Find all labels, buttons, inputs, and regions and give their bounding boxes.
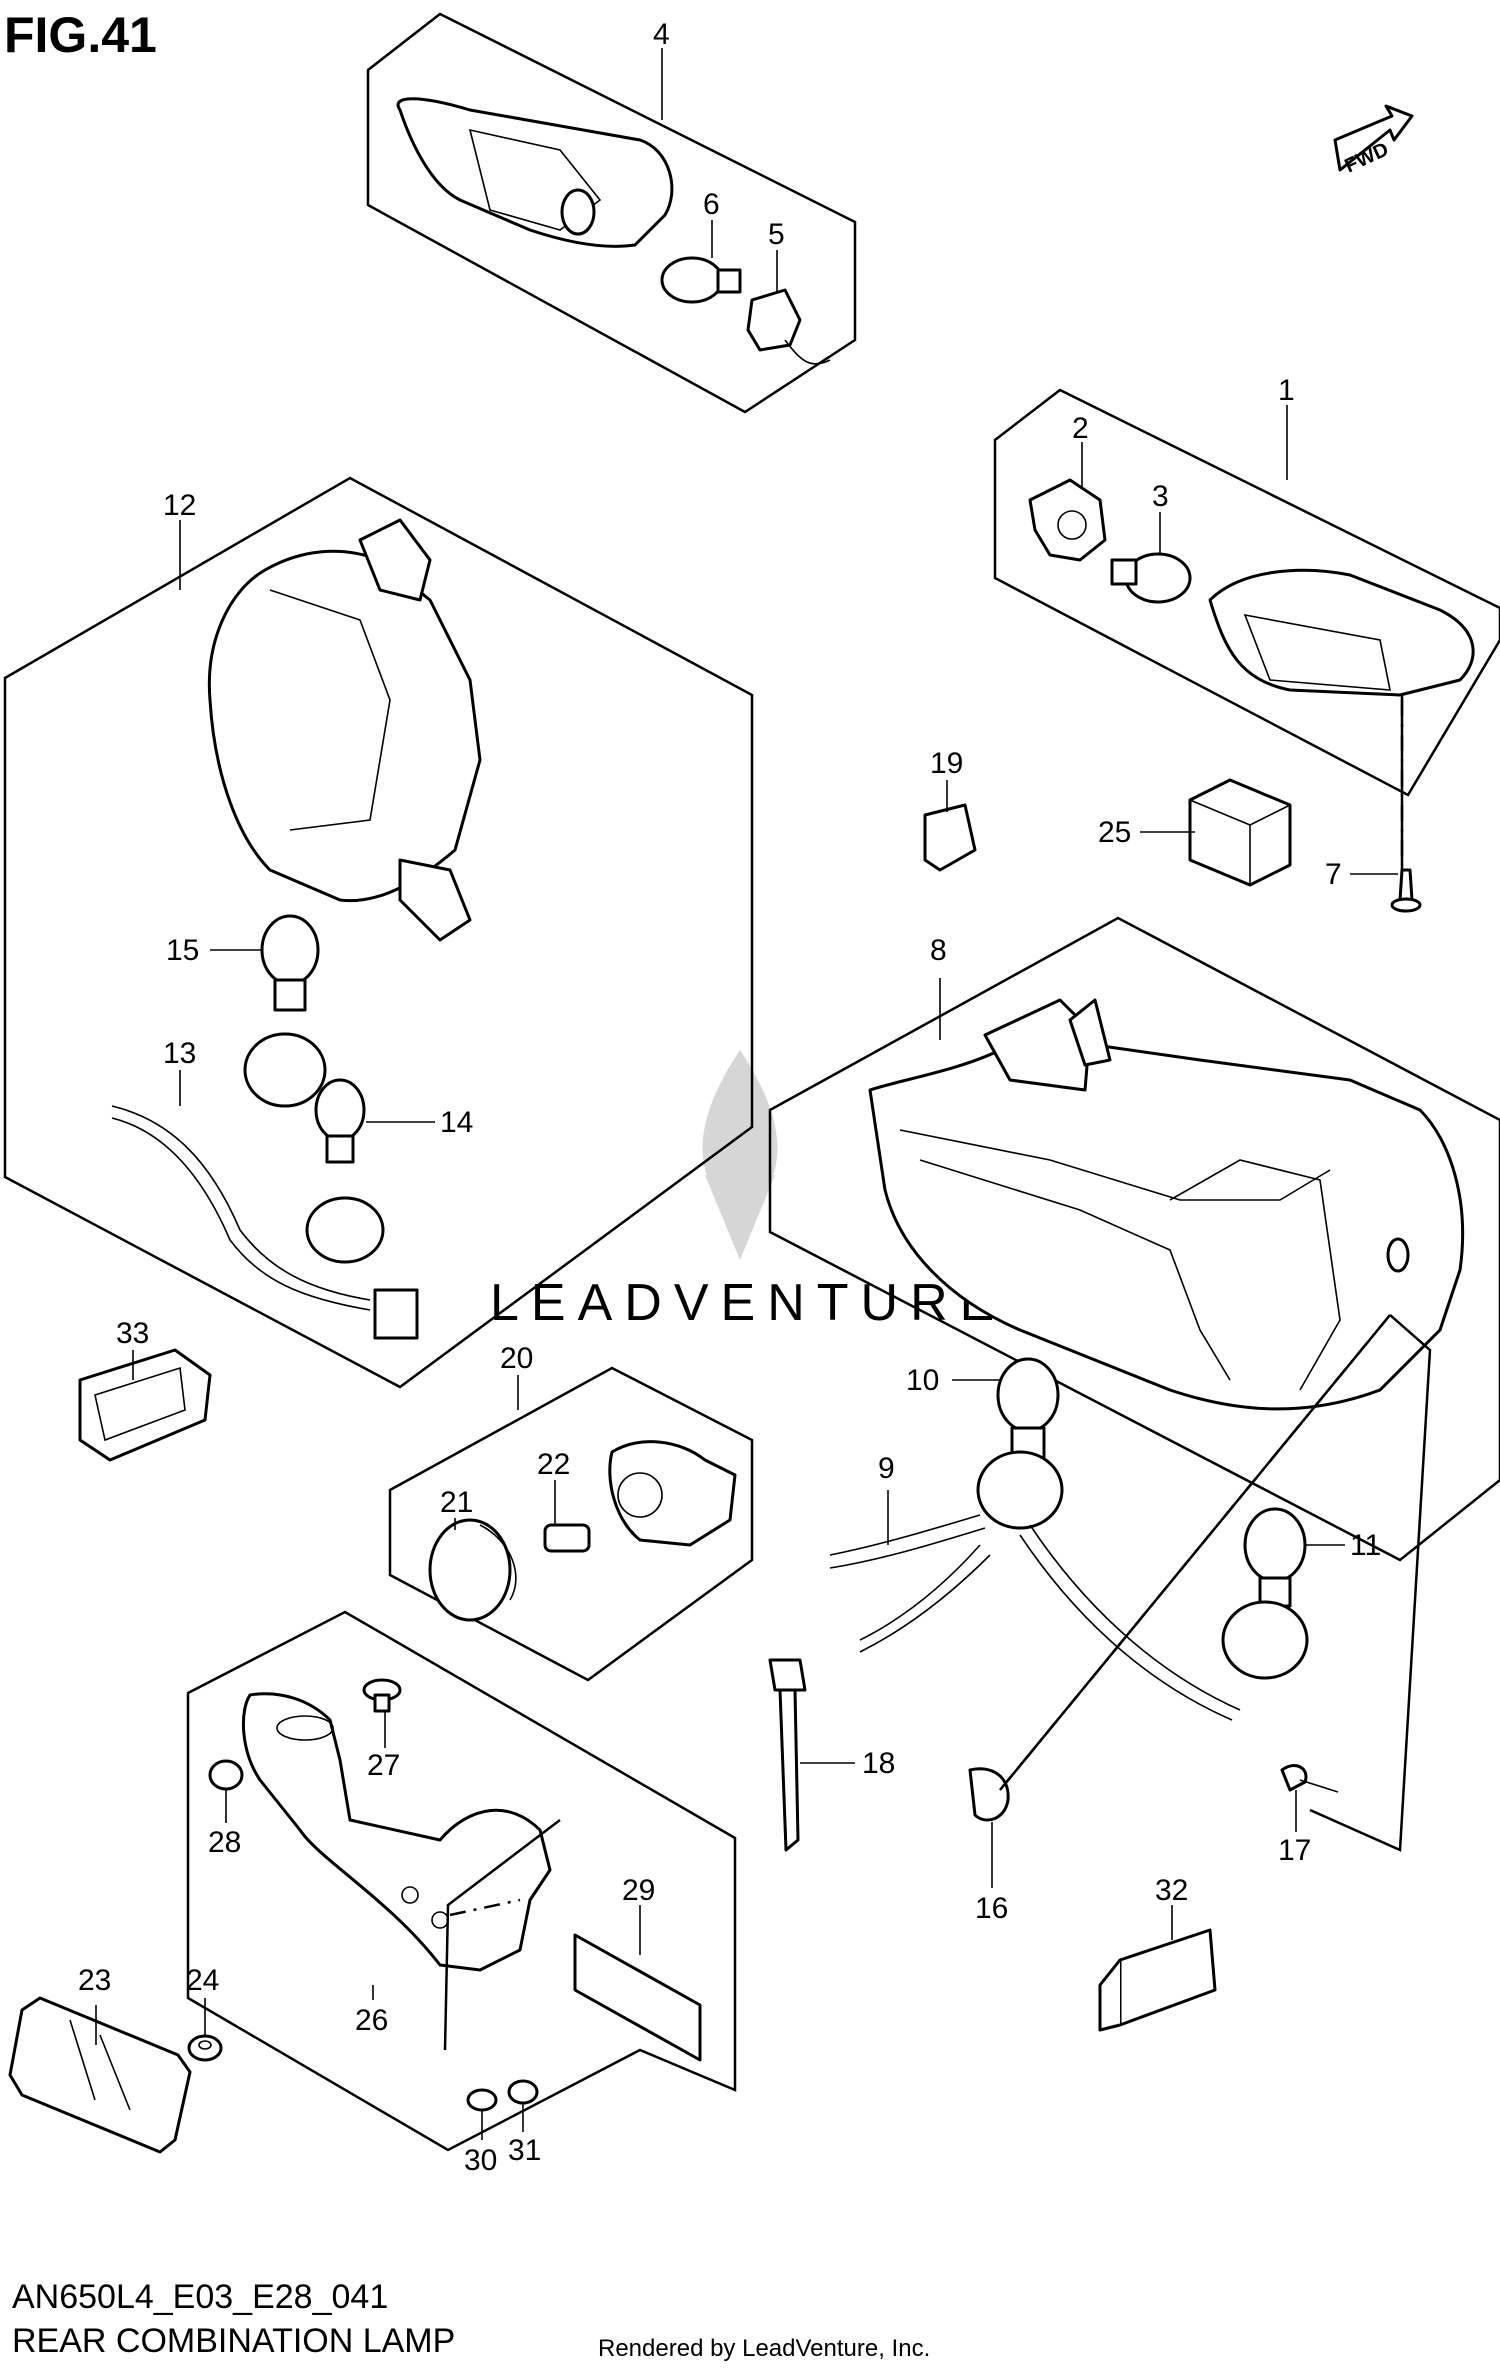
callout-27: 27 [367,1749,400,1782]
part-7-screw [1390,868,1422,913]
callout-21: 21 [440,1486,473,1519]
callout-20: 20 [500,1342,533,1375]
group-box-8 [768,916,1500,1562]
callout-7: 7 [1325,858,1342,891]
callout-3: 3 [1152,480,1169,513]
part-3-bulb [1110,552,1192,604]
callout-4: 4 [653,18,670,51]
part-9-socket-harness [829,1450,1309,1721]
part-17-screw [1280,1764,1339,1793]
group-box-12 [3,476,754,1389]
callout-13: 13 [163,1037,196,1070]
part-27-bolt [362,1678,402,1713]
callout-8: 8 [930,934,947,967]
callout-32: 32 [1155,1874,1188,1907]
part-22-bulb [543,1523,591,1553]
part-8-tail-lamp-housing [868,998,1465,1411]
part-4-turn-signal-housing [396,97,674,248]
callout-18: 18 [862,1747,895,1780]
callout-12: 12 [163,489,196,522]
watermark-logo-icon [702,1050,778,1260]
group-box-1 [993,388,1500,797]
callout-10: 10 [906,1364,939,1397]
part-12-license-lamp-housing [207,518,482,942]
group-box-26 [186,1610,737,2152]
group-box-20 [388,1366,754,1682]
figure-caption: REAR COMBINATION LAMP [12,2322,455,2360]
part-23-reflector [8,1996,192,2154]
part-20-socket-base [608,1440,737,1547]
part-16-grommet [968,1767,1010,1822]
callout-28: 28 [208,1826,241,1859]
callout-23: 23 [78,1964,111,1997]
callout-17: 17 [1278,1834,1311,1867]
part-6-bulb [660,256,742,304]
callout-15: 15 [166,934,199,967]
render-credit: Rendered by LeadVenture, Inc. [598,2335,930,2362]
callout-6: 6 [703,188,720,221]
part-29-label [573,1933,702,2062]
watermark-text: LEADVENTURE [490,1274,1006,1332]
part-14-bulb [314,1078,366,1164]
part-30-washer [466,2088,498,2112]
callout-25: 25 [1098,816,1131,849]
part-24-nut [187,2034,223,2062]
part-5-socket [746,288,831,365]
callout-24: 24 [186,1964,219,1997]
part-21-lens [428,1518,517,1622]
callout-19: 19 [930,747,963,780]
callouts: 1 2 3 4 5 6 7 8 9 10 11 12 13 14 15 16 1… [78,18,1381,2177]
callout-33: 33 [116,1317,149,1350]
callout-31: 31 [508,2134,541,2167]
callout-9: 9 [878,1452,895,1485]
leader-lines [95,48,1432,2140]
callout-2: 2 [1072,412,1089,445]
callout-5: 5 [768,218,785,251]
callout-30: 30 [464,2144,497,2177]
callout-14: 14 [440,1106,473,1139]
callout-29: 29 [622,1874,655,1907]
group-box-4 [366,12,857,414]
part-13-socket-harness [111,1032,419,1340]
part-26-bracket [241,1692,552,1972]
part-32-rear-reflector [1098,1928,1217,2032]
watermark: LEADVENTURE [490,1050,1006,1332]
part-33-side-reflector [78,1348,212,1462]
model-code: AN650L4_E03_E28_041 [12,2278,388,2316]
callout-16: 16 [975,1892,1008,1925]
part-18-cable-tie [768,1658,807,1852]
part-1-turn-signal-housing [1208,568,1475,697]
part-2-socket [1028,478,1107,562]
callout-11: 11 [1350,1529,1381,1562]
part-19-clip [923,803,977,872]
figure-title: FIG.41 [4,7,157,63]
part-10-bulb [996,1357,1060,1460]
part-31-nut [507,2079,539,2105]
part-11-bulb [1243,1507,1307,1608]
callout-26: 26 [355,2004,388,2037]
fwd-arrow-icon: FWD [1333,104,1414,177]
part-28-grommet [208,1759,244,1791]
callout-22: 22 [537,1448,570,1481]
part-15-bulb [260,914,320,1012]
part-25-relay [1188,778,1292,887]
callout-1: 1 [1278,374,1295,407]
